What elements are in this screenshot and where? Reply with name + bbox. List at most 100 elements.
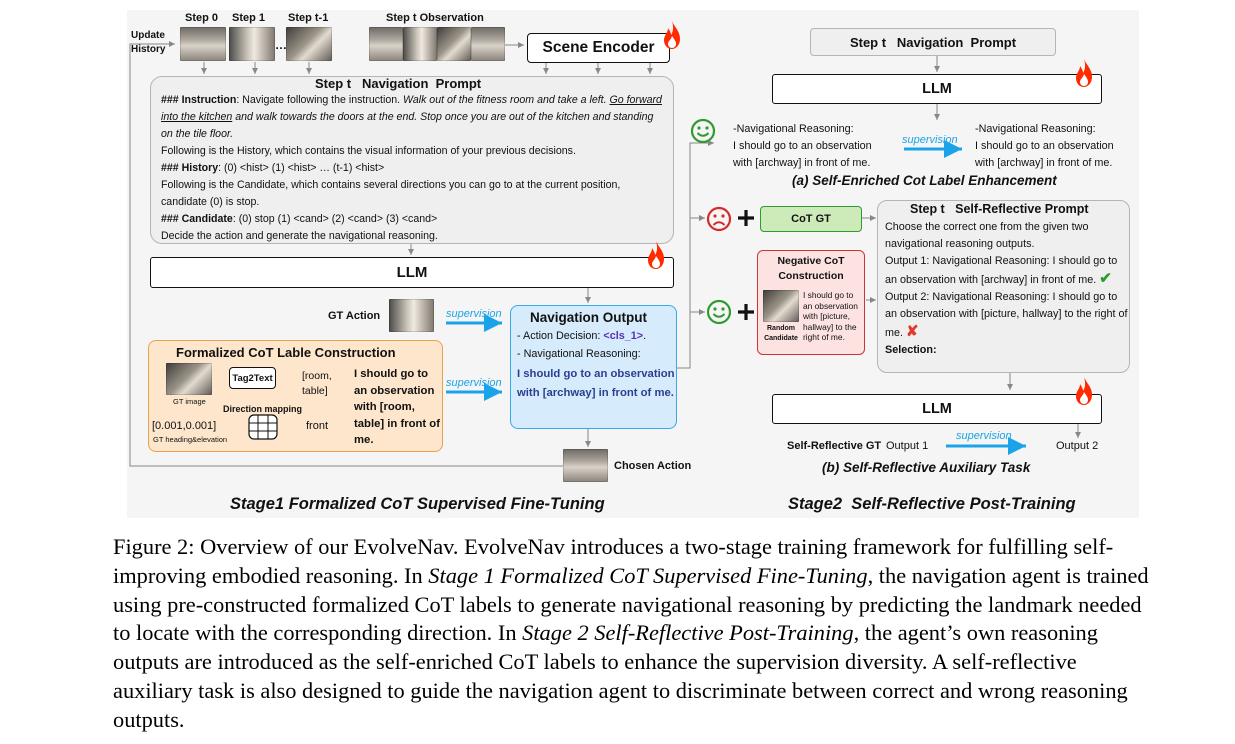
action-decision-end: . [643, 330, 647, 342]
reflect-output-1-text: Output 1: Navigational Reasoning: I shou… [885, 255, 1118, 286]
llm-label-stage2-bottom: LLM [922, 401, 952, 417]
stage2-prompt-title: Step t Navigation Prompt [849, 34, 1017, 50]
navigation-prompt-box [150, 76, 674, 244]
chosen-action-label: Chosen Action [614, 460, 692, 472]
heading-value: [0.001,0.001] [152, 420, 217, 432]
supervision-label-3: supervision [902, 134, 958, 146]
stage2-right-reasoning: -Navigational Reasoning: I should go to … [975, 123, 1114, 169]
reflect-selection: Selection: [885, 344, 937, 356]
negative-cot-title: Negative CoT Construction [777, 255, 845, 282]
cot-gt-label: CoT GT [791, 213, 831, 225]
prompt-candidate-value: : (0) stop (1) <cand> (2) <cand> (3) <ca… [232, 213, 438, 225]
history-thumb-0 [180, 27, 226, 61]
sad-face-icon [706, 206, 732, 232]
caption-part-1: Overview of our EvolveNav. EvolveNav int… [113, 534, 1114, 588]
navigation-prompt-body: ### Instruction: Navigate following the … [161, 92, 665, 245]
prompt-candidate-intro: Following is the Candidate, which contai… [161, 179, 621, 208]
scene-encoder-box: Scene Encoder [527, 33, 670, 63]
step-0-label: Step 0 [185, 12, 219, 24]
reflect-instruction: Choose the correct one from the given tw… [885, 221, 1089, 250]
formalized-cot-title: Formalized CoT Lable Construction [176, 345, 396, 360]
history-thumb-t-1 [286, 27, 332, 61]
llm-label-stage1: LLM [396, 264, 428, 281]
gt-action-thumb [389, 299, 434, 332]
self-reflective-gt-label: Self-Reflective GT [787, 440, 882, 452]
reflect-output-2-text: Output 2: Navigational Reasoning: I shou… [885, 291, 1128, 339]
prompt-instruction: ### Instruction: Navigate following the … [161, 92, 665, 143]
reflect-output-2: Output 2: Navigational Reasoning: I shou… [885, 289, 1129, 342]
stage2-title: Stage2 Self-Reflective Post-Training [788, 495, 1076, 513]
step-t-1-label: Step t-1 [288, 12, 329, 24]
caption-part-3: , the agent’s own reasoning outputs are … [113, 620, 1128, 732]
prompt-history-key: ### History [161, 162, 219, 174]
caption-stage-1: Stage 1 Formalized CoT Supervised Fine-T… [428, 562, 868, 588]
stage2-left-reasoning: -Navigational Reasoning: I should go to … [733, 123, 872, 169]
observation-thumb-1 [369, 27, 403, 61]
navigation-output-box [510, 305, 677, 429]
reflect-output-1: Output 1: Navigational Reasoning: I shou… [885, 253, 1129, 289]
prompt-instruction-plain: : Navigate following the instruction. [236, 94, 404, 106]
prompt-decide: Decide the action and generate the navig… [161, 230, 438, 242]
self-reflective-prompt-title: Step t Self-Reflective Prompt [910, 202, 1089, 216]
navigation-output-reasoning: I should go to an observation with [arch… [517, 368, 675, 399]
prompt-history-intro: Following is the History, which contains… [161, 145, 576, 157]
tags-output: [room, table] [302, 370, 332, 397]
flame-icon [1076, 377, 1092, 405]
formalized-result: I should go to an observation with [room… [354, 368, 440, 446]
prompt-history-value: : (0) <hist> (1) <hist> … (t-1) <hist> [218, 162, 385, 174]
random-candidate-thumb [763, 290, 799, 322]
caption-part-2: , the navigation agent is trained using … [113, 562, 1149, 646]
flame-icon [648, 241, 664, 269]
scene-encoder-label: Scene Encoder [542, 39, 655, 56]
supervision-label-2: supervision [446, 377, 502, 389]
action-decision-text: - Action Decision: [517, 330, 604, 342]
prompt-candidate-key: ### Candidate [161, 213, 233, 225]
prompt-instruction-text-1: Walk out of the fitness room and take a … [403, 94, 610, 106]
navigation-output-reasoning-label: - Navigational Reasoning: [517, 348, 641, 360]
tag2text-box: Tag2Text [229, 367, 276, 389]
prompt-history: ### History: (0) <hist> (1) <hist> … (t-… [161, 160, 665, 177]
negative-cot-text: I should go to an observation with [pict… [803, 290, 858, 343]
step-1-label: Step 1 [232, 12, 266, 24]
stage2-prompt-box: Step t Navigation Prompt [810, 28, 1056, 56]
front-output: front [306, 420, 329, 432]
output-1-label: Output 1 [886, 440, 929, 452]
llm-box-stage1: LLM [150, 257, 674, 288]
chosen-action-thumb [563, 449, 608, 482]
gt-image-label: GT image [173, 397, 206, 406]
supervision-label-4: supervision [956, 430, 1012, 442]
prompt-instruction-text-2: Go forward into the kitchen [161, 94, 662, 123]
smile-face-icon [706, 299, 732, 325]
history-thumb-1 [229, 27, 275, 61]
stage1-title: Stage1 Formalized CoT Supervised Fine-Tu… [230, 495, 605, 513]
self-reflective-prompt-body: Choose the correct one from the given tw… [885, 219, 1129, 359]
update-history-label-1: Update [131, 30, 165, 41]
navigation-output-title: Navigation Output [530, 310, 647, 325]
history-ellipsis: … [275, 38, 287, 52]
caption-label: Figure 2: [113, 534, 195, 559]
llm-label-stage2-top: LLM [922, 81, 952, 97]
caption-stage-2: Stage 2 Self-Reflective Post-Training [522, 620, 854, 646]
figure-caption: Figure 2: Overview of our EvolveNav. Evo… [113, 533, 1153, 735]
grid-table-icon [248, 414, 278, 440]
gt-image-thumb [166, 363, 212, 395]
prompt-instruction-key: ### Instruction [161, 94, 237, 106]
cross-mark-icon: ✘ [906, 323, 919, 340]
flame-icon [1076, 59, 1092, 87]
prompt-candidate: ### Candidate: (0) stop (1) <cand> (2) <… [161, 211, 665, 228]
plus-icon [738, 304, 754, 320]
smile-face-icon [690, 118, 716, 144]
action-decision-token: <cls_1> [603, 330, 644, 342]
prompt-instruction-text-3: and walk towards the doors at the end. S… [161, 111, 654, 140]
flame-icon [664, 21, 680, 49]
self-reflective-prompt-box [877, 200, 1130, 373]
gt-action-label: GT Action [328, 310, 381, 322]
update-history-label-2: History [131, 44, 166, 55]
caption-a: (a) Self-Enriched Cot Label Enhancement [792, 173, 1057, 188]
direction-mapping-label: Direction mapping [223, 404, 303, 414]
observation-thumb-4 [471, 27, 505, 61]
output-2-label: Output 2 [1056, 440, 1099, 452]
navigation-output-action: - Action Decision: <cls_1>. [517, 328, 677, 345]
heading-label: GT heading&elevation [153, 435, 228, 444]
caption-b: (b) Self-Reflective Auxiliary Task [822, 460, 1031, 475]
